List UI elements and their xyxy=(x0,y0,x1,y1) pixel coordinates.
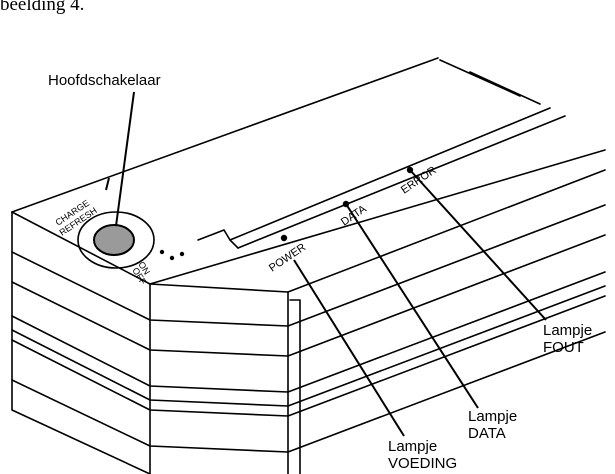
printer-rib-1 xyxy=(11,204,606,327)
leader-main-switch xyxy=(115,91,135,227)
callout-voeding: Lampje VOEDING xyxy=(388,438,457,472)
callout-data-line1: Lampje xyxy=(468,408,518,425)
printer-left-side xyxy=(11,211,151,474)
paper-slot-back xyxy=(439,59,541,105)
leader-data xyxy=(345,203,479,409)
callout-fout-line2: FOUT xyxy=(543,339,584,356)
switch-housing xyxy=(77,211,155,269)
main-switch-button[interactable] xyxy=(93,224,135,256)
printer-seam-top xyxy=(11,285,606,407)
printer-top-front-edge xyxy=(11,149,606,285)
switch-dot-2 xyxy=(169,255,175,261)
printer-front-detail xyxy=(289,299,301,474)
switch-dot-1 xyxy=(159,249,165,255)
power-lamp xyxy=(280,234,288,242)
callout-main-switch-label: Hoofdschakelaar xyxy=(48,72,161,89)
callout-voeding-line2: VOEDING xyxy=(388,455,458,472)
paper-slot-line-1 xyxy=(229,107,551,241)
printer-rib-4 xyxy=(11,331,606,453)
paper-slot-line-2 xyxy=(237,115,566,249)
callout-data-line2: DATA xyxy=(468,425,506,442)
label-power: POWER xyxy=(267,241,308,274)
figure-caption: beelding 4. xyxy=(0,0,85,15)
callout-fout-line1: Lampje xyxy=(543,322,593,339)
printer-seam-bottom xyxy=(11,295,606,417)
leader-fout xyxy=(409,169,547,321)
charge-indicator-mark xyxy=(105,177,110,191)
leader-voeding xyxy=(293,259,405,437)
callout-fout: Lampje FOUT xyxy=(543,322,592,356)
printer-top-back-edge xyxy=(11,57,439,213)
paper-slot-tab xyxy=(197,229,239,249)
printer-rib-2 xyxy=(11,234,606,357)
switch-dot-3 xyxy=(179,251,185,257)
callout-main-switch: Hoofdschakelaar xyxy=(48,72,161,89)
printer-rib-3 xyxy=(11,271,606,393)
callout-voeding-line1: Lampje xyxy=(388,438,438,455)
callout-data: Lampje DATA xyxy=(468,408,517,442)
